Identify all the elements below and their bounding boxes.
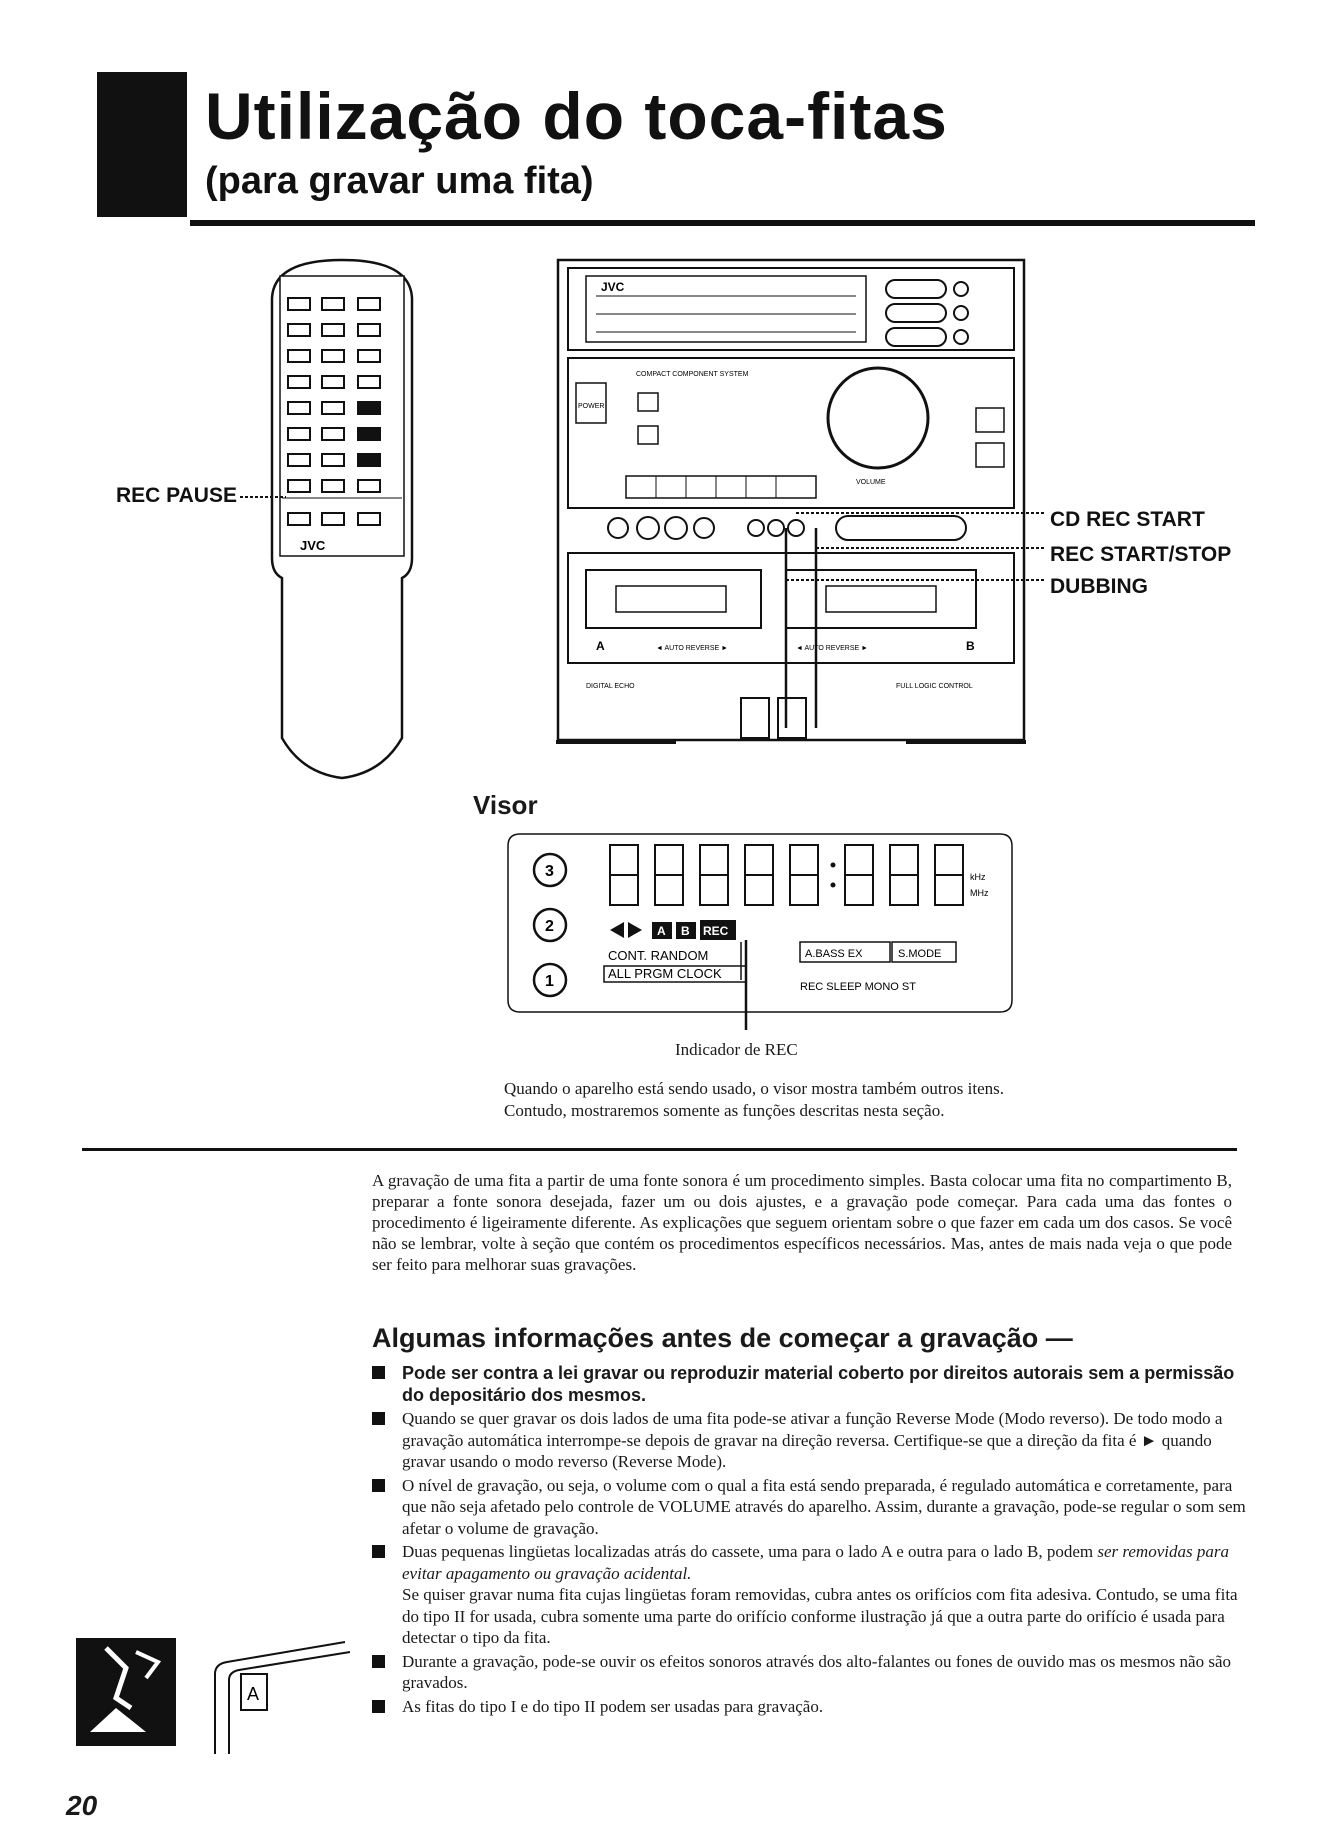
bullet-square-icon	[372, 1478, 385, 1492]
visor-line1: CONT. RANDOM	[608, 948, 708, 963]
digital-echo-label: DIGITAL ECHO	[586, 683, 635, 690]
visor-note: Quando o aparelho está sendo usado, o vi…	[504, 1078, 1124, 1122]
cd-rec-start-label: CD REC START	[1050, 508, 1205, 531]
disc-3-number: 3	[545, 863, 554, 880]
rec-start-stop-label: REC START/STOP	[1050, 543, 1232, 566]
list-item: Durante a gravação, pode-se ouvir os efe…	[372, 1651, 1252, 1694]
rec-pause-leader	[240, 496, 286, 498]
visor-line3: REC SLEEP MONO ST	[800, 981, 916, 993]
visor-caption: Indicador de REC	[675, 1040, 798, 1059]
deck-b-label: B	[966, 639, 975, 653]
tab-removal-illustration	[76, 1638, 176, 1746]
list-item: As fitas do tipo I e do tipo II podem se…	[372, 1696, 1252, 1718]
smode-indicator: S.MODE	[898, 948, 941, 960]
auto-reverse-a-label: ◄ AUTO REVERSE ►	[656, 645, 728, 652]
visor-heading: Visor	[473, 790, 538, 820]
visor-line2: ALL PRGM CLOCK	[608, 966, 722, 981]
info-bullet-list: Pode ser contra a lei gravar ou reproduz…	[372, 1362, 1252, 1717]
bullet-square-icon	[372, 1545, 385, 1558]
disc-1-number: 1	[545, 973, 554, 990]
bullet-text: O nível de gravação, ou seja, o volume c…	[402, 1475, 1246, 1538]
title-black-block	[97, 72, 187, 217]
page-number: 20	[66, 1790, 98, 1821]
cassette-corner-illustration: A	[214, 1641, 351, 1754]
visor-display-illustration: 3 2 1 kHz MHz A B REC CONT. RANDOM ALL P…	[507, 833, 1013, 1030]
disc-2-number: 2	[545, 918, 554, 935]
stereo-brand: JVC	[601, 280, 625, 294]
cassette-side-label: A	[247, 1684, 259, 1704]
system-label: COMPACT COMPONENT SYSTEM	[636, 371, 749, 378]
bullet-square-icon	[372, 1654, 385, 1668]
stereo-system-illustration: JVC COMPACT COMPONENT SYSTEM POWER VOLUM…	[556, 258, 1046, 744]
rec-pause-label: REC PAUSE	[116, 484, 237, 507]
page-title: Utilização do toca-fitas	[205, 79, 948, 153]
bullet-square-icon	[372, 1412, 385, 1425]
intro-paragraph: A gravação de uma fita a partir de uma f…	[372, 1171, 1232, 1274]
list-item: Pode ser contra a lei gravar ou reproduz…	[372, 1362, 1252, 1406]
list-item: O nível de gravação, ou seja, o volume c…	[372, 1475, 1252, 1540]
section-rule	[82, 1148, 1237, 1151]
bullet-text: As fitas do tipo I e do tipo II podem se…	[402, 1696, 824, 1716]
bass-indicator: A.BASS EX	[805, 948, 863, 960]
bullet-square-icon	[372, 1699, 385, 1713]
auto-reverse-b-label: ◄ AUTO REVERSE ►	[796, 645, 868, 652]
visor-note-line: Quando o aparelho está sendo usado, o vi…	[504, 1079, 1004, 1098]
mhz-label: MHz	[970, 888, 989, 898]
list-item: Duas pequenas lingüetas localizadas atrá…	[372, 1541, 1252, 1649]
page-subtitle: (para gravar uma fita)	[205, 160, 594, 202]
bullet-text: Duas pequenas lingüetas localizadas atrá…	[402, 1542, 1098, 1561]
full-logic-label: FULL LOGIC CONTROL	[896, 683, 973, 690]
remote-control-illustration: JVC	[270, 258, 414, 780]
dubbing-label: DUBBING	[1050, 575, 1148, 598]
volume-label: VOLUME	[856, 479, 886, 486]
bullet-text: Durante a gravação, pode-se ouvir os efe…	[402, 1651, 1231, 1693]
bullet-text-italic: ser removidas para evitar apagamento ou …	[402, 1542, 1229, 1583]
section-heading: Algumas informações antes de começar a g…	[372, 1323, 1073, 1353]
remote-brand: JVC	[300, 538, 326, 553]
power-label: POWER	[578, 403, 604, 410]
rec-indicator: REC	[703, 924, 729, 938]
header-rule	[190, 220, 1255, 226]
list-item: Quando se quer gravar os dois lados de u…	[372, 1408, 1252, 1473]
bullet-square-icon	[372, 1366, 385, 1379]
khz-label: kHz	[970, 872, 986, 882]
bullet-text: Quando se quer gravar os dois lados de u…	[402, 1409, 1223, 1471]
tape-a-indicator: A	[657, 924, 666, 938]
bullet-text: Se quiser gravar numa fita cujas lingüet…	[402, 1585, 1238, 1647]
visor-note-line: Contudo, mostraremos somente as funções …	[504, 1101, 945, 1120]
deck-a-label: A	[596, 639, 605, 653]
bullet-text: Pode ser contra a lei gravar ou reproduz…	[402, 1363, 1235, 1405]
tape-b-indicator: B	[681, 924, 690, 938]
